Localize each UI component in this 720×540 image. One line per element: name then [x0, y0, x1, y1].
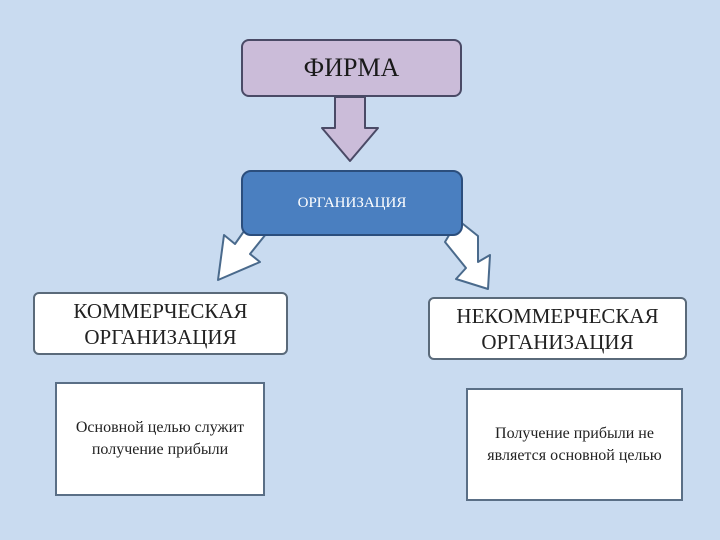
commercial-goal-text: Основной целью служит получение прибыли: [75, 419, 245, 458]
commercial-organization-node: КОММЕРЧЕСКАЯ ОРГАНИЗАЦИЯ: [33, 292, 288, 355]
firm-node: ФИРМА: [241, 39, 462, 97]
noncommercial-goal-text: Получение прибыли не является основной ц…: [487, 424, 662, 464]
commercial-goal-box: Основной целью служит получение прибыли: [55, 382, 265, 496]
right-arrow: [444, 219, 491, 290]
noncommercial-goal-box: Получение прибыли не является основной ц…: [466, 388, 683, 501]
down-arrow: [321, 96, 379, 162]
firm-label: ФИРМА: [303, 53, 400, 82]
organization-node: ОРГАНИЗАЦИЯ: [241, 170, 463, 236]
commercial-label: КОММЕРЧЕСКАЯ ОРГАНИЗАЦИЯ: [73, 298, 248, 349]
noncommercial-label: НЕКОММЕРЧЕСКАЯ ОРГАНИЗАЦИЯ: [456, 303, 659, 354]
noncommercial-organization-node: НЕКОММЕРЧЕСКАЯ ОРГАНИЗАЦИЯ: [428, 297, 687, 360]
organization-label: ОРГАНИЗАЦИЯ: [297, 194, 407, 211]
